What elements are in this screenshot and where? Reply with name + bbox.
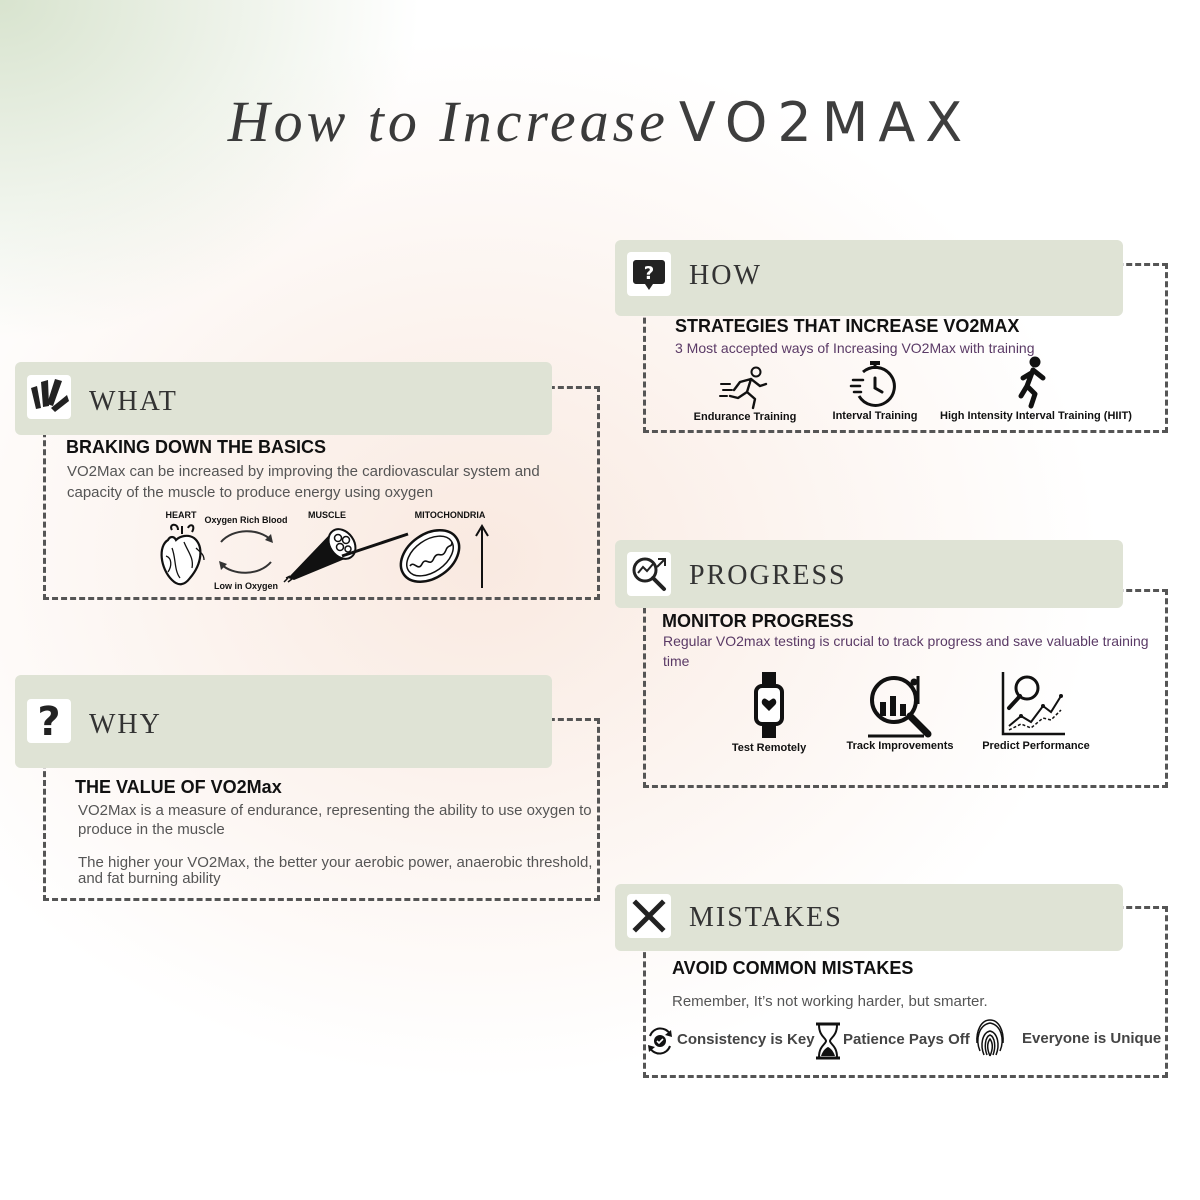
smartwatch-icon (754, 672, 784, 738)
speech-question-icon: ? (627, 252, 671, 296)
mistakes-heading: AVOID COMMON MISTAKES (672, 958, 914, 978)
circulation-arrows-icon (219, 530, 273, 574)
x-mark-icon (627, 894, 671, 938)
fingerprint-icon (976, 1019, 1004, 1057)
muscle-illustration (283, 528, 357, 583)
cycle-check-icon (648, 1027, 672, 1055)
how-header: ? HOW (615, 240, 1123, 316)
question-mark-icon: ? (27, 699, 71, 745)
progress-heading: MONITOR PROGRESS (662, 611, 854, 631)
heart-illustration (160, 523, 205, 586)
track-improvements-label: Track Improvements (846, 740, 954, 752)
consistency-label: Consistency is Key (677, 1031, 815, 1048)
mistakes-header: MISTAKES (615, 884, 1123, 951)
sprinting-person-icon (1018, 356, 1046, 409)
magnifier-chart-icon (627, 552, 671, 596)
line-chart-magnifier-icon (1001, 672, 1065, 736)
hourglass-icon (816, 1022, 840, 1060)
why-header: ? WHY (15, 675, 552, 768)
magnifier-bar-chart-icon (868, 676, 932, 738)
progress-label: PROGRESS (689, 560, 847, 591)
running-person-icon (719, 366, 768, 410)
mistakes-label: MISTAKES (689, 902, 843, 933)
progress-header: PROGRESS (615, 540, 1123, 608)
svg-text:?: ? (37, 699, 60, 745)
predict-performance-label: Predict Performance (982, 740, 1090, 752)
what-header: WHAT (15, 362, 552, 435)
interval-training-label: Interval Training (832, 410, 918, 422)
patience-label: Patience Pays Off (843, 1031, 970, 1048)
why-body-2: The higher your VO2Max, the better your … (78, 854, 593, 887)
oxygen-rich-label: Oxygen Rich Blood (204, 515, 288, 525)
connector-line (341, 532, 409, 558)
how-label: HOW (689, 260, 762, 291)
progress-body: Regular VO2max testing is crucial to tra… (663, 633, 1149, 669)
muscle-label: MUSCLE (308, 510, 346, 520)
heart-label: HEART (165, 510, 197, 520)
what-body: VO2Max can be increased by improving the… (67, 463, 540, 501)
what-label: WHAT (89, 386, 178, 417)
why-heading: THE VALUE OF VO2Max (75, 777, 282, 797)
title-lead: How to Increase (227, 89, 669, 154)
endurance-training-label: Endurance Training (693, 411, 797, 423)
mitochondria-label: MITOCHONDRIA (414, 510, 486, 520)
mitochondria-illustration (399, 529, 461, 583)
how-heading: STRATEGIES THAT INCREASE VO2MAX (675, 316, 1020, 336)
hiit-label: High Intensity Interval Training (HIIT) (940, 410, 1132, 422)
burst-lines-icon (27, 375, 71, 419)
why-body-1: VO2Max is a measure of endurance, repres… (78, 802, 592, 838)
increase-arrow-icon (475, 524, 489, 588)
what-heading: BRAKING DOWN THE BASICS (66, 437, 326, 457)
title-strong: VO2MAX (678, 91, 973, 154)
low-oxygen-label: Low in Oxygen (213, 581, 278, 591)
why-label: WHY (89, 709, 162, 740)
stopwatch-icon (849, 361, 896, 407)
how-subheading: 3 Most accepted ways of Increasing VO2Ma… (675, 340, 1035, 356)
unique-label: Everyone is Unique (1022, 1030, 1162, 1047)
svg-text:?: ? (644, 263, 654, 284)
mistakes-body: Remember, It’s not working harder, but s… (672, 993, 988, 1010)
test-remotely-label: Test Remotely (731, 742, 807, 754)
